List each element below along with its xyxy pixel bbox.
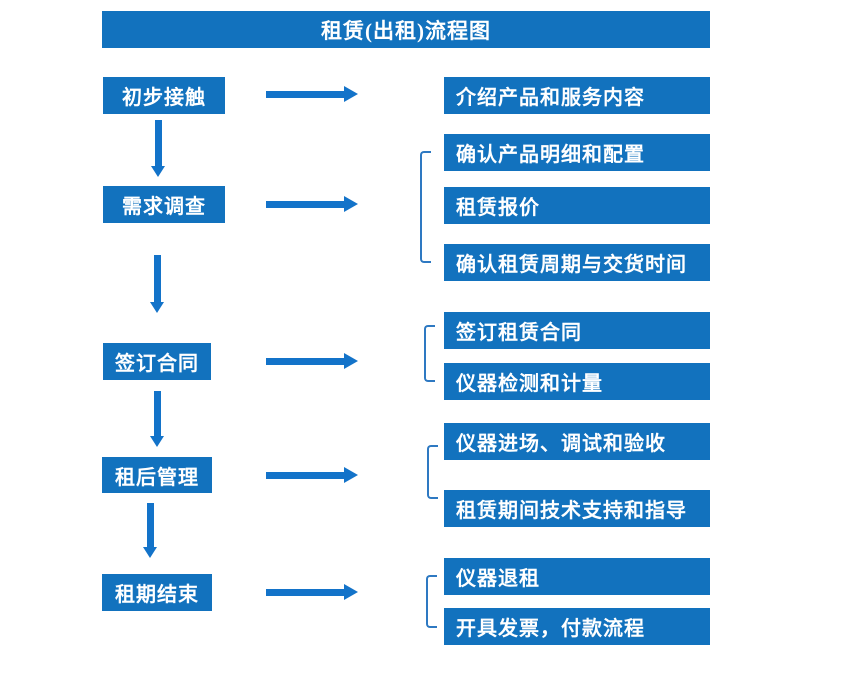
arrow-head [150, 436, 164, 447]
detail-box-confirm-product-details: 确认产品明细和配置 [444, 134, 710, 171]
group-bracket-contract-signing [424, 325, 435, 382]
down-arrow-icon-3 [150, 391, 165, 447]
arrow-head [344, 196, 358, 212]
arrow-shaft [154, 391, 161, 437]
arrow-shaft [266, 201, 345, 208]
detail-label: 介绍产品和服务内容 [456, 87, 645, 109]
detail-label: 确认租赁周期与交货时间 [456, 254, 687, 276]
stage-label: 租后管理 [115, 466, 199, 489]
stage-label: 租期结束 [115, 584, 199, 606]
detail-label: 仪器进场、调试和验收 [456, 433, 666, 455]
stage-box-initial-contact: 初步接触 [103, 77, 225, 114]
arrow-head [344, 584, 358, 600]
arrow-shaft [147, 503, 154, 548]
arrow-shaft [266, 91, 345, 98]
detail-label: 租赁期间技术支持和指导 [456, 500, 687, 522]
down-arrow-icon-4 [143, 503, 158, 558]
right-arrow-icon-contract-signing [266, 353, 358, 370]
detail-box-confirm-rental-period-delivery: 确认租赁周期与交货时间 [444, 244, 710, 281]
arrow-head [344, 467, 358, 483]
group-bracket-demand-survey [420, 151, 431, 263]
flowchart-title: 租赁(出租)流程图 [102, 11, 710, 48]
detail-label: 签订租赁合同 [456, 322, 582, 344]
arrow-head [150, 302, 164, 313]
stage-label: 初步接触 [122, 87, 206, 109]
arrow-shaft [155, 120, 162, 167]
detail-box-instrument-testing-metering: 仪器检测和计量 [444, 363, 710, 400]
detail-box-rental-quotation: 租赁报价 [444, 187, 710, 224]
arrow-head [143, 547, 157, 558]
stage-label: 需求调查 [122, 196, 206, 218]
stage-box-contract-signing: 签订合同 [103, 343, 211, 380]
stage-label: 签订合同 [115, 353, 199, 375]
stage-box-rental-period-end: 租期结束 [102, 574, 212, 611]
right-arrow-icon-rental-period-end [266, 584, 358, 601]
detail-label: 仪器检测和计量 [456, 373, 603, 395]
arrow-shaft [266, 472, 345, 479]
arrow-shaft [154, 255, 161, 303]
arrow-shaft [266, 589, 345, 596]
stage-box-demand-survey: 需求调查 [103, 186, 225, 223]
detail-box-instrument-setup-acceptance: 仪器进场、调试和验收 [444, 423, 710, 460]
arrow-head [344, 86, 358, 102]
detail-box-intro-products-services: 介绍产品和服务内容 [444, 77, 710, 114]
detail-box-invoice-payment: 开具发票，付款流程 [444, 608, 710, 645]
arrow-head [151, 166, 165, 177]
detail-box-instrument-return: 仪器退租 [444, 558, 710, 595]
group-bracket-post-rental-management [427, 445, 438, 499]
detail-box-sign-rental-contract: 签订租赁合同 [444, 312, 710, 349]
detail-box-rental-technical-support: 租赁期间技术支持和指导 [444, 490, 710, 527]
right-arrow-icon-initial-contact [266, 86, 358, 103]
down-arrow-icon-1 [151, 120, 166, 177]
arrow-shaft [266, 358, 345, 365]
detail-label: 确认产品明细和配置 [456, 144, 645, 166]
stage-box-post-rental-management: 租后管理 [102, 457, 212, 493]
arrow-head [344, 353, 358, 369]
detail-label: 租赁报价 [456, 197, 540, 219]
right-arrow-icon-demand-survey [266, 196, 358, 213]
detail-label: 仪器退租 [456, 568, 540, 590]
down-arrow-icon-2 [150, 255, 165, 313]
group-bracket-rental-period-end [426, 575, 437, 628]
detail-label: 开具发票，付款流程 [456, 618, 645, 640]
right-arrow-icon-post-rental-management [266, 467, 358, 484]
